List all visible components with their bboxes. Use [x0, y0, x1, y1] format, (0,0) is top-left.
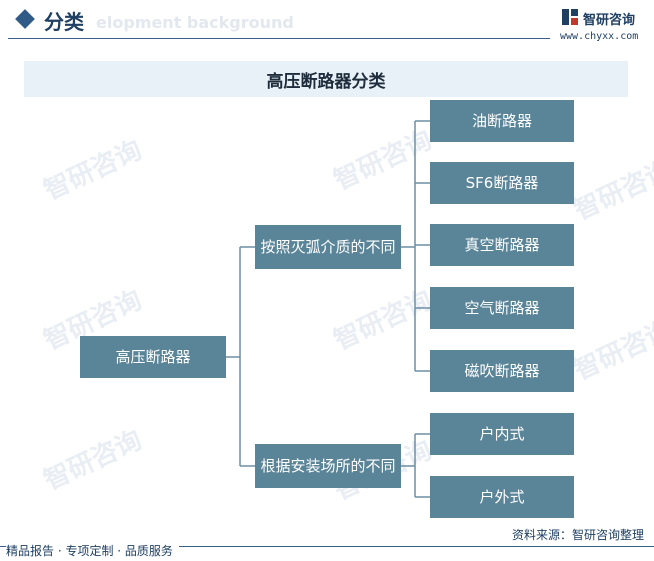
- page-header: elopment background 分类 智研咨询 www.chyxx.co…: [0, 0, 654, 44]
- diagram-title: 高压断路器分类: [24, 61, 628, 97]
- header-divider: [8, 38, 550, 39]
- leaf-node-air: 空气断路器: [430, 287, 574, 329]
- brand-logo-icon: [562, 9, 578, 25]
- section-title: 分类: [44, 10, 84, 34]
- leaf-node-sf6: SF6断路器: [430, 162, 574, 204]
- footer-divider: [0, 546, 654, 547]
- header-background-text: elopment background: [96, 13, 294, 32]
- leaf-node-indoor: 户内式: [430, 413, 574, 455]
- branch-node-medium: 按照灭弧介质的不同: [255, 225, 401, 269]
- footer-tagline: 精品报告 · 专项定制 · 品质服务: [6, 542, 179, 559]
- source-note: 资料来源：智研咨询整理: [511, 528, 644, 542]
- leaf-node-magnetic: 磁吹断路器: [430, 350, 574, 392]
- branch-node-location: 根据安装场所的不同: [255, 444, 401, 488]
- leaf-node-vacuum: 真空断路器: [430, 224, 574, 266]
- brand-name: 智研咨询: [583, 13, 636, 28]
- leaf-node-outdoor: 户外式: [430, 476, 574, 518]
- root-node: 高压断路器: [80, 336, 226, 378]
- brand-url: www.chyxx.com: [560, 31, 639, 42]
- leaf-node-oil: 油断路器: [430, 100, 574, 142]
